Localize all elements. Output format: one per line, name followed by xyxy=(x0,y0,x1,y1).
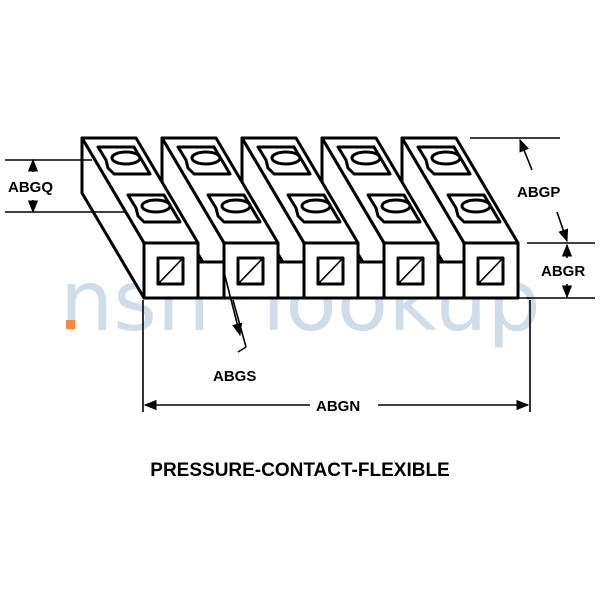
block-connector xyxy=(276,260,306,300)
dimension-abgr: ABGR xyxy=(527,243,595,299)
screw-head-rear xyxy=(110,150,142,166)
abgp-label: ABGP xyxy=(517,184,560,201)
abgq-label: ABGQ xyxy=(8,179,53,196)
abgp-arrow-down xyxy=(556,211,569,243)
watermark-dot xyxy=(66,320,75,329)
screw-head-front xyxy=(140,198,172,214)
abgs-arrow-1 xyxy=(222,267,243,337)
screw-head-front xyxy=(380,198,412,214)
screw-head-front xyxy=(220,198,252,214)
screw-head-rear xyxy=(350,150,382,166)
window-diagonal xyxy=(317,257,344,285)
screw-head-rear xyxy=(270,150,302,166)
abgs-leader-tick xyxy=(237,346,247,353)
dimension-abgs: ABGS xyxy=(213,267,256,385)
terminal-block xyxy=(400,136,520,300)
block-connector xyxy=(436,260,466,300)
abgs-label: ABGS xyxy=(213,368,256,385)
block-connector xyxy=(356,260,386,300)
block-connector xyxy=(196,260,226,300)
window-diagonal xyxy=(237,257,264,285)
abgn-label: ABGN xyxy=(316,398,360,415)
abgp-arrow-up xyxy=(519,138,533,171)
screw-head-front xyxy=(460,198,492,214)
window-diagonal xyxy=(397,257,424,285)
window-diagonal xyxy=(157,257,184,285)
terminal-blocks xyxy=(80,136,520,300)
dimension-abgq: ABGQ xyxy=(5,158,125,214)
abgs-leader xyxy=(232,299,247,348)
window-diagonal xyxy=(477,257,504,285)
screw-head-rear xyxy=(430,150,462,166)
screw-head-rear xyxy=(190,150,222,166)
dimension-abgn: ABGN xyxy=(142,300,531,415)
diagram-title: PRESSURE-CONTACT-FLEXIBLE xyxy=(150,460,450,481)
screw-head-front xyxy=(300,198,332,214)
dimension-abgp: ABGP xyxy=(470,137,595,244)
abgr-label: ABGR xyxy=(541,263,585,280)
